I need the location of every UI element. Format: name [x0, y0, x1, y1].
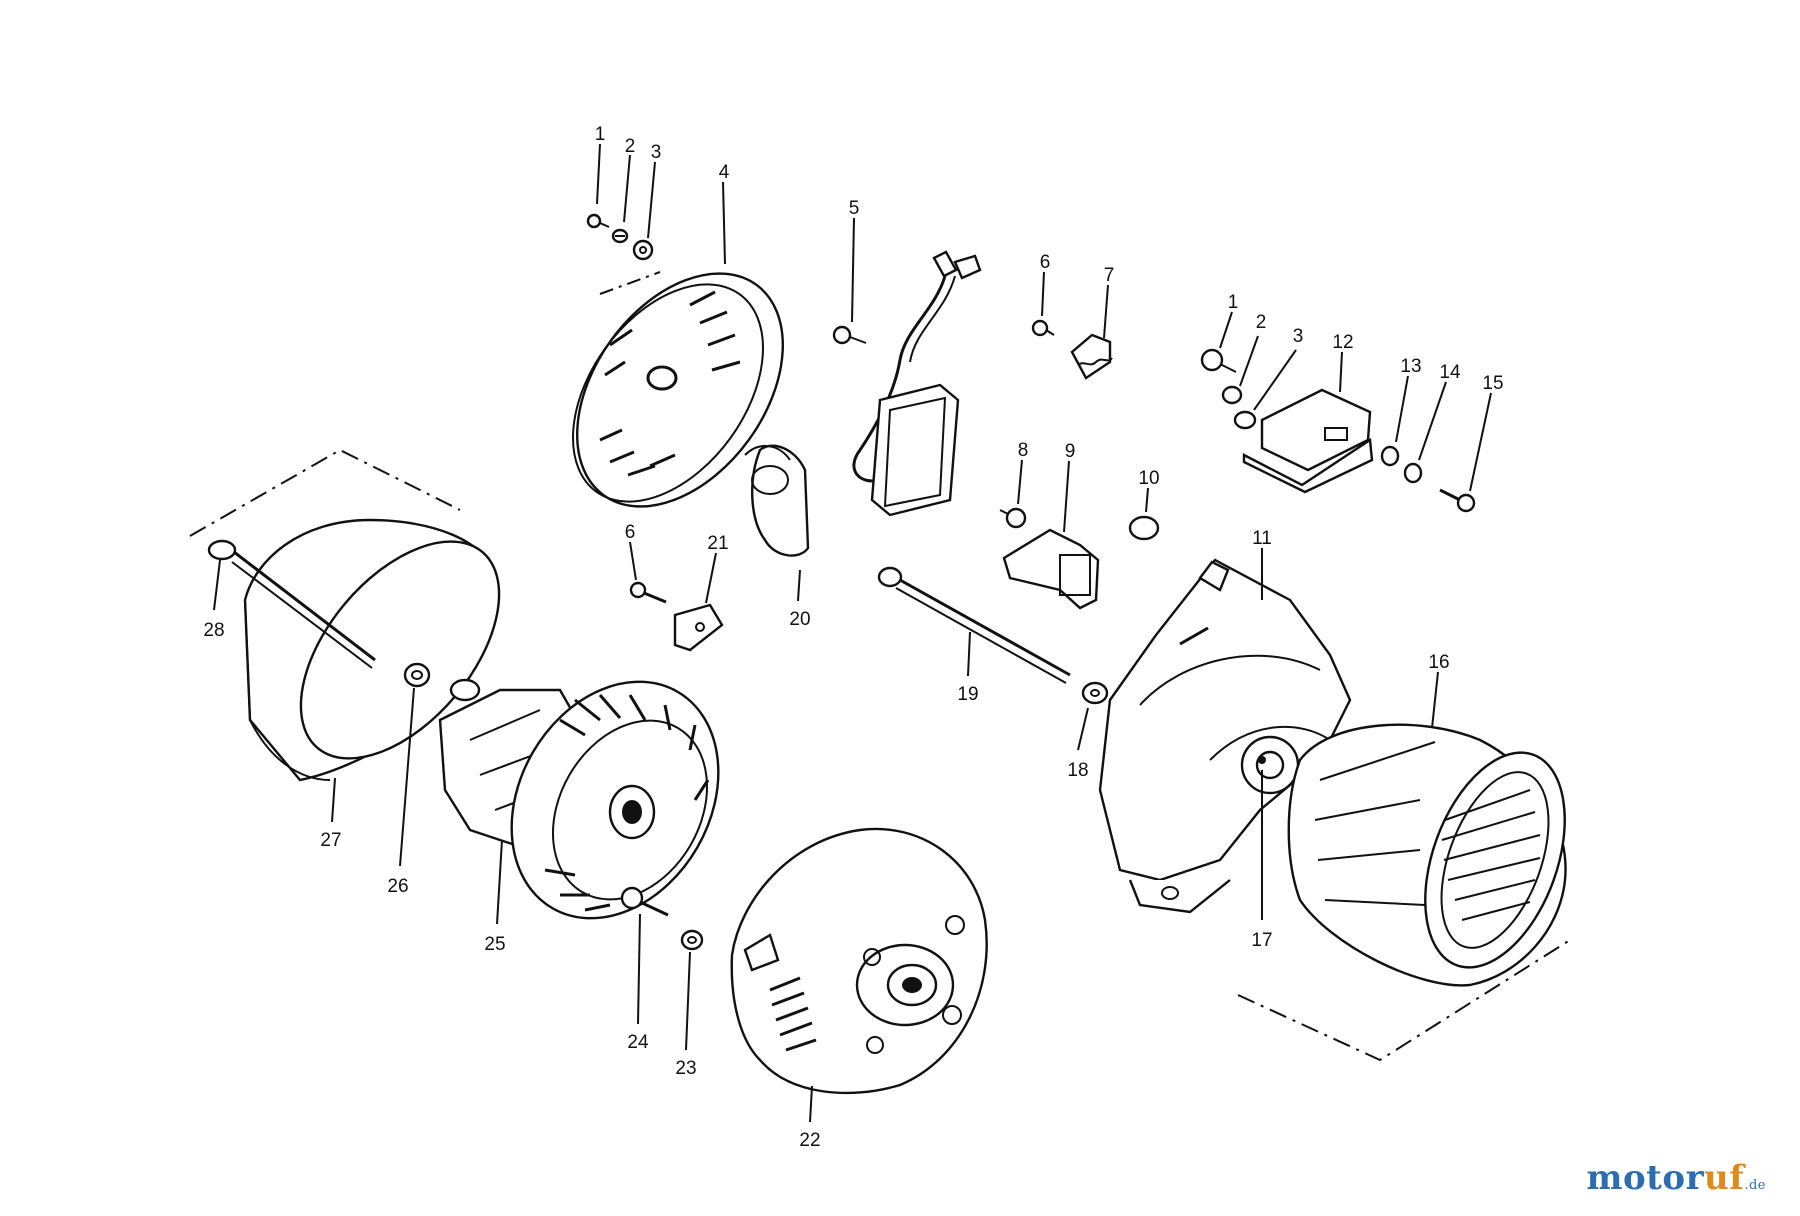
callout-6-upper: 6: [1040, 252, 1051, 273]
callout-17: 17: [1251, 930, 1272, 951]
watermark-suffix: .de: [1744, 1178, 1766, 1193]
capacitor-assembly-part-20: [744, 250, 982, 557]
screw-part-6-upper: [1031, 319, 1055, 337]
bearing-part-17: [1258, 756, 1266, 764]
screw-part-1: [586, 213, 610, 229]
callout-2-right: 2: [1256, 312, 1267, 333]
washer-part-26: [403, 662, 431, 688]
callout-5: 5: [849, 198, 860, 219]
washer-part-13: [1380, 445, 1400, 467]
brush-holder-part-9: [1002, 528, 1100, 610]
stator-part-16: [1237, 723, 1571, 1062]
end-bell-part-22: [730, 827, 988, 1095]
rectifier-part-12: [1242, 388, 1374, 494]
washer-part-3-right: [1233, 410, 1257, 430]
callout-2-top: 2: [625, 136, 636, 157]
lock-washer-part-2-right: [1221, 385, 1243, 405]
callout-23: 23: [675, 1058, 696, 1079]
callout-10: 10: [1138, 468, 1159, 489]
callout-1-right: 1: [1228, 292, 1239, 313]
washer-part-3: [632, 239, 654, 261]
callout-3-top: 3: [651, 142, 662, 163]
watermark-part2: uf: [1703, 1158, 1745, 1198]
screw-part-5: [832, 325, 867, 345]
callout-25: 25: [484, 934, 505, 955]
callout-4: 4: [719, 162, 730, 183]
callout-1-top: 1: [595, 124, 606, 145]
callout-15: 15: [1482, 373, 1503, 394]
callout-8: 8: [1018, 440, 1029, 461]
callout-24: 24: [627, 1032, 649, 1053]
washer-part-23: [680, 929, 704, 951]
callout-11: 11: [1252, 528, 1272, 549]
callout-21: 21: [707, 533, 728, 554]
bracket-part-21: [673, 603, 724, 652]
callout-9: 9: [1065, 441, 1076, 462]
bolt-part-24: [620, 886, 669, 917]
terminal-block-part-7: [1070, 333, 1113, 380]
watermark-part1: motor: [1586, 1158, 1704, 1198]
callout-28: 28: [203, 620, 224, 641]
callout-7: 7: [1104, 265, 1115, 286]
callout-26: 26: [387, 876, 408, 897]
cap-part-10: [1128, 515, 1160, 541]
watermark-logo: motoruf.de: [1587, 1158, 1766, 1198]
bolt-part-28: [207, 539, 376, 669]
callout-3-right: 3: [1293, 326, 1304, 347]
rotor-fan-part-25: [438, 678, 720, 920]
washer-part-18: [1081, 681, 1109, 705]
front-housing-part-11: [1098, 558, 1352, 914]
callout-12: 12: [1332, 332, 1353, 353]
screw-part-6-lower: [629, 581, 667, 604]
lock-washer-part-14: [1403, 462, 1423, 484]
screw-part-15: [1439, 488, 1476, 513]
callout-labels: 1 2 3 4 5 6 7 1 2 3 12 13 14 15 8 9 10 6…: [203, 124, 1503, 1151]
callout-14: 14: [1439, 362, 1461, 383]
callout-16: 16: [1428, 652, 1449, 673]
callout-22: 22: [799, 1130, 820, 1151]
callout-18: 18: [1067, 760, 1088, 781]
end-shell-part-27: [189, 448, 501, 782]
lock-washer-part-2: [611, 228, 629, 244]
callout-19: 19: [957, 684, 978, 705]
screw-part-8: [999, 507, 1027, 529]
screw-part-1-right: [1200, 348, 1237, 373]
callout-6-lower: 6: [625, 522, 636, 543]
through-bolt-part-19: [877, 566, 1071, 684]
callout-13: 13: [1400, 356, 1421, 377]
rear-cover-part-4: [572, 271, 784, 508]
callout-27: 27: [320, 830, 341, 851]
leader-lines: [213, 143, 1492, 1123]
callout-20: 20: [789, 609, 810, 630]
